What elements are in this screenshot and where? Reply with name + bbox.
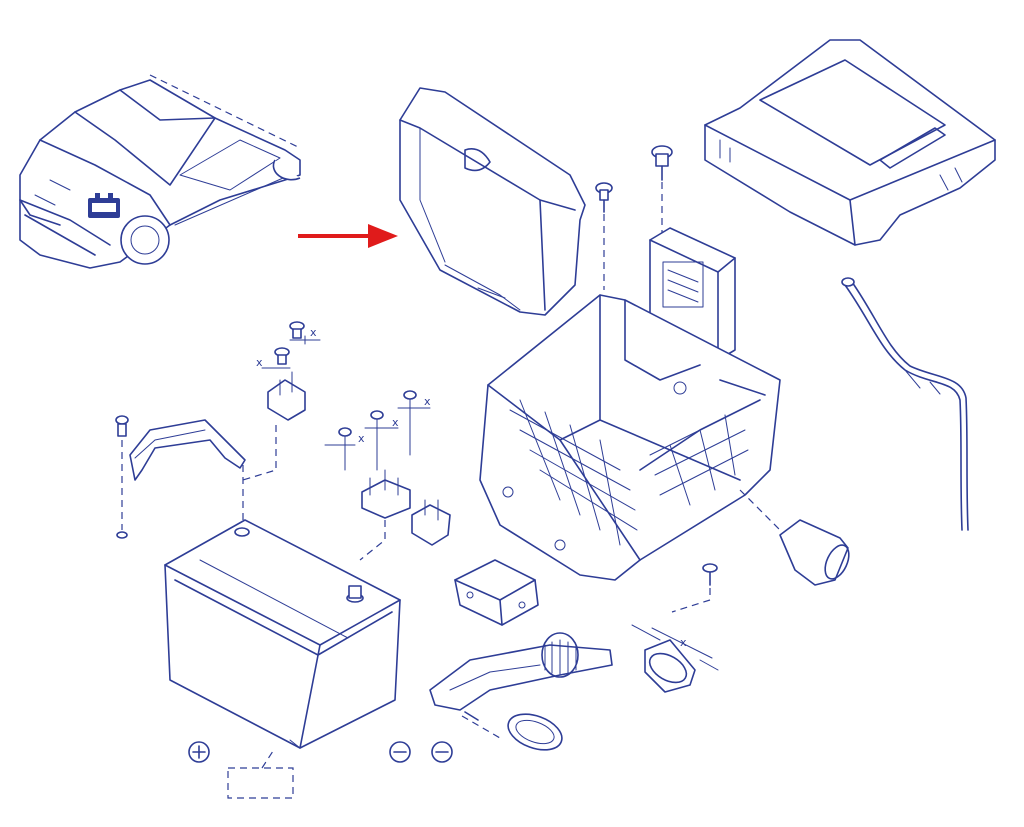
- minus-terminal-icon-2: [431, 741, 453, 763]
- car-battery-highlight: [88, 193, 120, 218]
- battery-top-cover: [704, 39, 996, 246]
- dimension-x-2: x: [256, 356, 291, 369]
- minus-terminal-icon: [389, 741, 411, 763]
- negative-terminal-clamp: [242, 321, 306, 481]
- red-arrow-icon: [298, 224, 398, 248]
- dimension-label-x: x: [358, 432, 365, 445]
- battery-side-cover: [399, 87, 586, 316]
- duct-ring-dimension: x: [631, 624, 719, 693]
- bolt-top-1: [595, 182, 613, 290]
- fuse-connector: [411, 499, 451, 546]
- dimension-label-x: x: [392, 416, 399, 429]
- air-duct-right: [739, 489, 850, 586]
- clamp-bolt: [115, 415, 129, 539]
- wiring-harness-cable: [841, 277, 969, 531]
- dimension-x-4: x: [364, 416, 399, 429]
- car-locator-illustration: [19, 74, 301, 269]
- dimension-x-5: x: [397, 395, 431, 409]
- air-intake-duct: [429, 632, 613, 739]
- bolt-tray: [671, 563, 718, 613]
- dimension-label-x: x: [680, 636, 687, 649]
- battery-tray: [479, 294, 781, 581]
- battery: [164, 519, 401, 749]
- battery-dimension-placeholder: [227, 747, 294, 799]
- dimension-label-x: x: [310, 326, 317, 339]
- plus-terminal-icon: [188, 741, 210, 763]
- dimension-x-1: x: [289, 326, 321, 345]
- bolt-top-2: [651, 145, 673, 240]
- positive-terminal-clamp: [338, 390, 417, 561]
- battery-hold-down-clamp: [129, 419, 246, 481]
- dimension-x-3: x: [324, 432, 365, 446]
- duct-ring-lower: [507, 713, 563, 751]
- dimension-label-x: x: [256, 356, 263, 369]
- dimension-label-x: x: [424, 395, 431, 408]
- battery-terminal-negative: [234, 527, 250, 537]
- battery-terminal-positive: [346, 585, 364, 603]
- control-module: [454, 559, 539, 626]
